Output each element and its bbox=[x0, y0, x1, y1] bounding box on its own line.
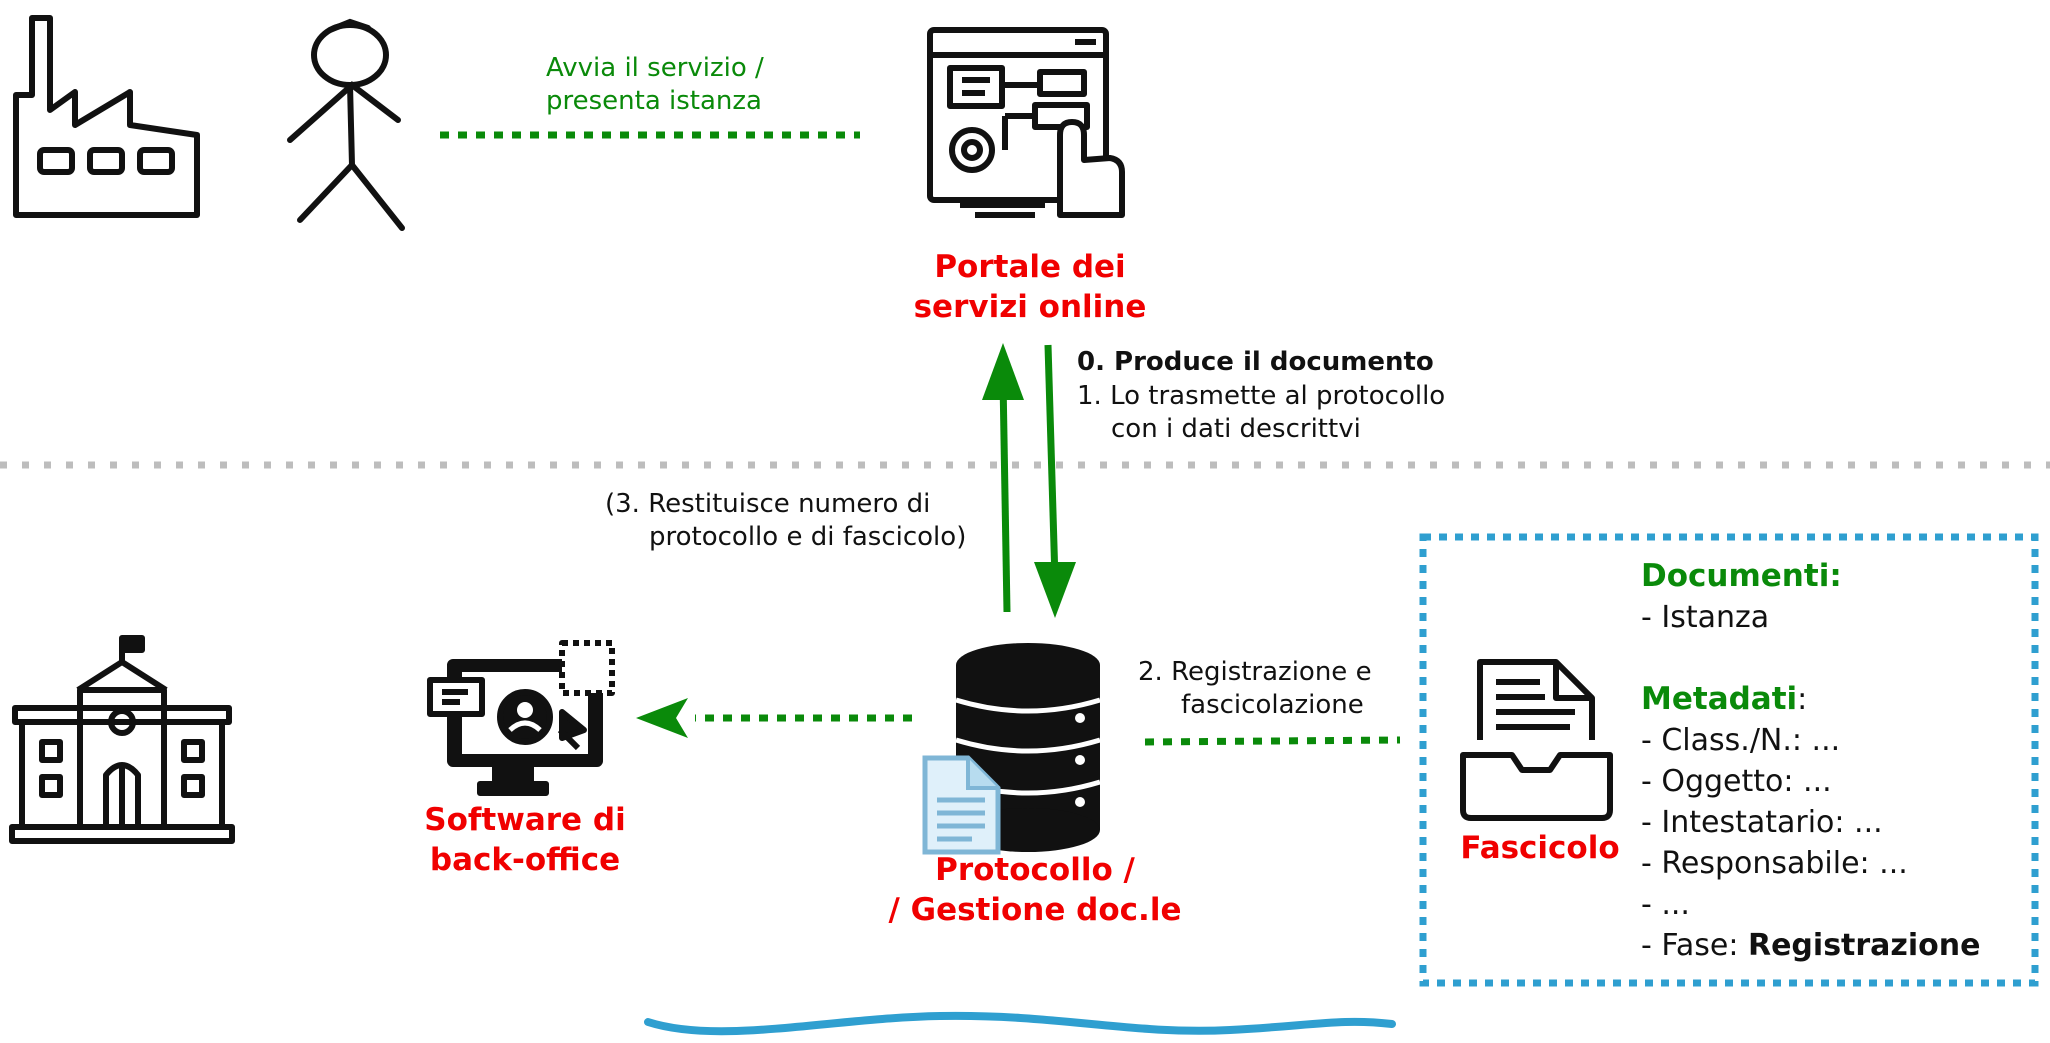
factory-icon bbox=[13, 15, 200, 218]
backoffice-monitor-icon bbox=[427, 640, 615, 796]
arrow-up-head bbox=[982, 343, 1024, 400]
step-1-line1: 1. Lo trasmette al protocollo bbox=[1077, 381, 1446, 411]
metadata-heading: Metadati bbox=[1641, 681, 1798, 717]
person-icon bbox=[287, 18, 405, 231]
spacer bbox=[1641, 638, 1980, 679]
protocollo-title-line1: Protocollo / bbox=[935, 852, 1135, 888]
top-flow-label-line2: presenta istanza bbox=[546, 86, 762, 116]
metadata-item: - Intestatario: ... bbox=[1641, 805, 1883, 840]
top-flow-label: Avvia il servizio / presenta istanza bbox=[546, 52, 764, 118]
metadata-heading-colon: : bbox=[1797, 682, 1808, 717]
phase-value: Registrazione bbox=[1747, 928, 1981, 963]
step-1-label: 1. Lo trasmette al protocollo con i dati… bbox=[1077, 380, 1445, 446]
phase-prefix: - Fase: bbox=[1641, 928, 1748, 963]
metadata-list: Documenti: - Istanza Metadati: - Class./… bbox=[1641, 556, 1980, 966]
document-icon bbox=[922, 755, 1001, 855]
step-3-line2: protocollo e di fascicolo) bbox=[649, 522, 967, 552]
step-2-line1: 2. Registrazione e bbox=[1138, 657, 1372, 687]
metadata-item: - Responsabile: ... bbox=[1641, 846, 1908, 881]
step-0-label: 0. Produce il documento bbox=[1077, 347, 1434, 377]
portal-title-line1: Portale dei bbox=[934, 249, 1126, 285]
step-2-line2: fascicolazione bbox=[1181, 690, 1364, 720]
top-flow-label-line1: Avvia il servizio / bbox=[546, 53, 764, 83]
backoffice-title-line1: Software di bbox=[424, 802, 626, 838]
folder-icon bbox=[1460, 659, 1613, 821]
metadata-heading-row: Metadati: bbox=[1641, 679, 1980, 720]
backoffice-flow-arrowhead bbox=[636, 698, 688, 738]
protocollo-title: Protocollo / / Gestione doc.le bbox=[880, 850, 1190, 930]
portal-title-line2: servizi online bbox=[913, 289, 1147, 325]
fascicolo-flow-line bbox=[1144, 736, 1401, 746]
town-hall-icon bbox=[9, 635, 235, 844]
metadata-item: - ... bbox=[1641, 887, 1690, 922]
portal-icon bbox=[927, 27, 1125, 218]
portal-title: Portale dei servizi online bbox=[880, 247, 1180, 327]
phase-row: - Fase: Registrazione bbox=[1641, 925, 1980, 966]
backoffice-title-line2: back-office bbox=[429, 842, 621, 878]
arrow-down-transmit bbox=[1044, 344, 1059, 581]
arrow-down-head bbox=[1034, 562, 1076, 618]
documents-heading: Documenti: bbox=[1641, 558, 1842, 594]
metadata-item: - Oggetto: ... bbox=[1641, 764, 1832, 799]
arrow-up-return bbox=[999, 379, 1011, 613]
fascicolo-box bbox=[1419, 533, 2039, 987]
wavy-line bbox=[644, 1011, 1396, 1036]
step-3-label: (3. Restituisce numero di protocollo e d… bbox=[605, 488, 966, 554]
metadata-item: - Class./N.: ... bbox=[1641, 723, 1841, 758]
backoffice-title: Software di back-office bbox=[390, 800, 660, 880]
step-3-line1: (3. Restituisce numero di bbox=[605, 489, 931, 519]
step-2-label: 2. Registrazione e fascicolazione bbox=[1138, 656, 1372, 722]
document-item: - Istanza bbox=[1641, 600, 1770, 635]
fascicolo-title: Fascicolo bbox=[1460, 830, 1620, 866]
protocollo-title-line2: / Gestione doc.le bbox=[888, 892, 1182, 928]
step-1-line2: con i dati descrittvi bbox=[1111, 414, 1361, 444]
